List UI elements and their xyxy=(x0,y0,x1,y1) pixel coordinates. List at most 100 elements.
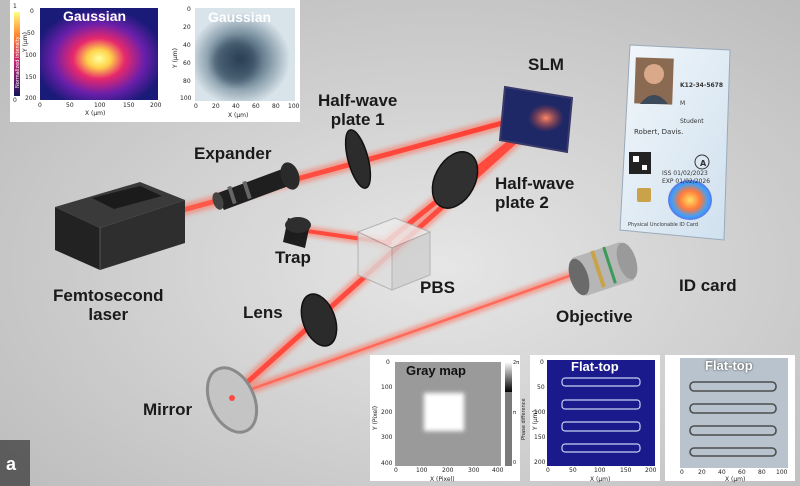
inset-gray-map xyxy=(370,355,520,481)
gray-map-xtick: 200 xyxy=(442,467,454,474)
label-femtosecond-laser: Femtosecond laser xyxy=(53,286,164,324)
label-id-card: ID card xyxy=(679,276,737,295)
gaussian-exp-ytick: 0 xyxy=(187,6,191,13)
gaussian-exp-ytick: 100 xyxy=(180,95,192,102)
gaussian-sim-xlabel: X (μm) xyxy=(85,110,106,117)
flat-top-exp-xtick: 40 xyxy=(718,469,726,476)
gray-map-ytick: 300 xyxy=(381,434,393,441)
label-mirror: Mirror xyxy=(143,400,193,419)
panel-letter: a xyxy=(6,454,17,474)
gray-map-xtick: 400 xyxy=(492,467,504,474)
gaussian-sim-ytick: 200 xyxy=(25,95,37,102)
flat-top-sim-ytick: 150 xyxy=(534,434,546,441)
flat-top-exp-xlabel: X (μm) xyxy=(725,476,746,483)
gray-map-xtick: 0 xyxy=(394,467,398,474)
label-half-wave-plate-1: Half-wave plate 1 xyxy=(318,91,398,129)
flat-top-sim-xtick: 100 xyxy=(594,467,606,474)
flat-top-exp-xtick: 80 xyxy=(758,469,766,476)
flat-top-exp-xtick: 100 xyxy=(776,469,788,476)
gaussian-exp-ylabel: Y (μm) xyxy=(172,48,179,68)
label-expander: Expander xyxy=(194,144,272,163)
label-trap: Trap xyxy=(275,248,311,267)
gray-map-ylabel: Y (Pixel) xyxy=(372,405,379,430)
objective-device xyxy=(568,242,638,296)
gaussian-exp-ytick: 40 xyxy=(183,42,191,49)
id-card-name: Robert, Davis. xyxy=(634,128,684,136)
gray-map-xlabel: X (Pixel) xyxy=(430,476,455,483)
gaussian-sim-colorbar-label: Normalized intensity xyxy=(15,36,21,88)
femtosecond-laser-device xyxy=(55,182,185,270)
gaussian-sim-colorbar-tick: 1 xyxy=(13,3,17,10)
label-pbs: PBS xyxy=(420,278,455,297)
half-wave-plate-2-device xyxy=(431,151,479,209)
inset-gaussian-experiment xyxy=(170,0,300,122)
label-objective: Objective xyxy=(556,307,633,326)
beam-trap-device xyxy=(283,217,311,248)
gaussian-sim-title: Gaussian xyxy=(63,8,127,24)
flat-top-sim-xtick: 0 xyxy=(546,467,550,474)
gaussian-exp-xtick: 80 xyxy=(272,103,280,110)
flat-top-sim-title: Flat-top xyxy=(571,359,619,374)
label-slm: SLM xyxy=(528,55,564,74)
label-half-wave-plate-2: Half-wave plate 2 xyxy=(495,174,575,212)
gaussian-sim-ytick: 0 xyxy=(30,8,34,15)
gaussian-sim-colorbar-tick: 0 xyxy=(13,97,17,104)
gaussian-sim-ytick: 100 xyxy=(25,52,37,59)
gaussian-exp-xtick: 40 xyxy=(232,103,240,110)
lens-device xyxy=(300,293,338,347)
gaussian-exp-ytick: 80 xyxy=(183,78,191,85)
gray-map-xtick: 100 xyxy=(416,467,428,474)
gaussian-sim-xtick: 50 xyxy=(66,102,74,109)
gray-map-ytick: 200 xyxy=(381,409,393,416)
id-card-role: Student xyxy=(680,118,704,125)
flat-top-exp-xtick: 0 xyxy=(680,469,684,476)
gaussian-sim-ytick: 50 xyxy=(27,30,35,37)
gaussian-sim-xtick: 100 xyxy=(94,102,106,109)
id-card-device xyxy=(619,44,731,241)
id-card-issue-date: ISS 01/02/2023 xyxy=(662,170,708,177)
gray-map-colorbar-tick: π xyxy=(513,410,517,416)
gray-map-colorbar-tick: 0 xyxy=(513,460,517,466)
flat-top-exp-title: Flat-top xyxy=(705,358,753,373)
inset-gaussian-simulation xyxy=(10,0,178,122)
flat-top-sim-xtick: 50 xyxy=(569,467,577,474)
panel-letter-backdrop xyxy=(0,440,30,486)
inset-flat-top-experiment xyxy=(665,355,795,481)
id-card-grade-badge: A xyxy=(700,159,707,168)
id-card-footer: Physical Unclonable ID Card xyxy=(628,222,699,228)
flat-top-sim-xlabel: X (μm) xyxy=(590,476,611,483)
gaussian-sim-ytick: 150 xyxy=(25,74,37,81)
flat-top-sim-ytick: 0 xyxy=(540,359,544,366)
gaussian-exp-title: Gaussian xyxy=(208,9,272,25)
flat-top-exp-xtick: 60 xyxy=(738,469,746,476)
gray-map-ytick: 400 xyxy=(381,460,393,467)
gaussian-exp-xtick: 20 xyxy=(212,103,220,110)
half-wave-plate-1-device xyxy=(344,129,372,189)
gaussian-sim-xtick: 0 xyxy=(38,102,42,109)
gaussian-sim-xtick: 150 xyxy=(123,102,135,109)
beam-expander-device xyxy=(212,162,300,210)
gray-map-title: Gray map xyxy=(406,363,466,378)
gaussian-exp-xtick: 0 xyxy=(194,103,198,110)
id-card-number: K12-34-5678 xyxy=(680,82,724,89)
label-lens: Lens xyxy=(243,303,283,322)
flat-top-sim-ytick: 200 xyxy=(534,459,546,466)
inset-flat-top-simulation xyxy=(530,355,660,481)
gray-map-colorbar-label: Phase difference xyxy=(521,398,527,440)
gaussian-exp-ytick: 60 xyxy=(183,60,191,67)
gaussian-exp-xtick: 100 xyxy=(288,103,300,110)
gaussian-exp-xtick: 60 xyxy=(252,103,260,110)
gray-map-colorbar-tick: 2π xyxy=(513,360,520,366)
gray-map-xtick: 300 xyxy=(468,467,480,474)
flat-top-sim-xtick: 200 xyxy=(645,467,657,474)
mirror-device xyxy=(205,366,259,434)
flat-top-exp-xtick: 20 xyxy=(698,469,706,476)
id-card-expiry-date: EXP 01/02/2026 xyxy=(662,178,711,185)
gray-map-ytick: 100 xyxy=(381,384,393,391)
flat-top-sim-ytick: 100 xyxy=(534,409,546,416)
flat-top-sim-ytick: 50 xyxy=(537,384,545,391)
gaussian-exp-xlabel: X (μm) xyxy=(228,112,249,119)
slm-device xyxy=(498,85,574,154)
